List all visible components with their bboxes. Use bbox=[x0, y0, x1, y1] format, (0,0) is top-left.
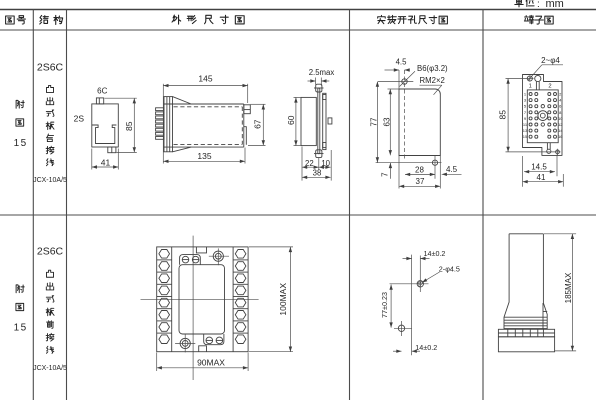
svg-text:185MAX: 185MAX bbox=[564, 272, 573, 303]
svg-text:10: 10 bbox=[321, 159, 330, 168]
svg-text:38: 38 bbox=[313, 169, 322, 178]
svg-text:14.5: 14.5 bbox=[531, 163, 547, 172]
svg-text:15: 15 bbox=[14, 138, 28, 149]
svg-text:16: 16 bbox=[558, 134, 563, 139]
svg-text::: : bbox=[537, 0, 540, 10]
svg-text:mm: mm bbox=[546, 0, 564, 10]
svg-text:1: 1 bbox=[529, 84, 532, 90]
svg-text:28: 28 bbox=[415, 165, 424, 174]
svg-text:5: 5 bbox=[524, 104, 527, 109]
svg-text:14±0.2: 14±0.2 bbox=[424, 249, 446, 258]
svg-text:8: 8 bbox=[559, 110, 562, 115]
svg-text:7: 7 bbox=[524, 110, 527, 115]
svg-text:JCX-10A/5: JCX-10A/5 bbox=[33, 365, 67, 372]
svg-text:14±0.2: 14±0.2 bbox=[415, 343, 437, 352]
svg-text:2: 2 bbox=[548, 84, 551, 90]
svg-text:4: 4 bbox=[559, 98, 562, 103]
svg-text:1: 1 bbox=[524, 92, 527, 97]
svg-text:2~φ4: 2~φ4 bbox=[541, 56, 560, 65]
svg-text:JCX-10A/5: JCX-10A/5 bbox=[33, 177, 67, 184]
svg-text:22: 22 bbox=[305, 159, 314, 168]
svg-text:2S6C: 2S6C bbox=[37, 246, 64, 258]
svg-text:60: 60 bbox=[286, 115, 296, 125]
svg-text:41: 41 bbox=[101, 157, 111, 167]
svg-text:RM2×2: RM2×2 bbox=[420, 76, 445, 85]
svg-text:85: 85 bbox=[124, 121, 134, 131]
svg-text:6: 6 bbox=[559, 104, 562, 109]
svg-text:7: 7 bbox=[380, 172, 389, 177]
svg-text:12: 12 bbox=[558, 122, 563, 127]
svg-text:145: 145 bbox=[198, 74, 212, 84]
svg-text:B6(φ3.2): B6(φ3.2) bbox=[417, 64, 448, 73]
svg-text:15: 15 bbox=[523, 134, 528, 139]
svg-text:63: 63 bbox=[383, 117, 392, 126]
svg-text:2.5max: 2.5max bbox=[309, 68, 335, 77]
svg-text:77±0.23: 77±0.23 bbox=[380, 292, 389, 318]
svg-text:37: 37 bbox=[416, 177, 425, 186]
svg-text:9: 9 bbox=[524, 116, 527, 121]
svg-text:2S: 2S bbox=[74, 114, 85, 124]
svg-text:135: 135 bbox=[197, 151, 211, 161]
svg-text:6C: 6C bbox=[97, 87, 107, 96]
svg-text:11: 11 bbox=[523, 122, 528, 127]
svg-text:77: 77 bbox=[370, 117, 379, 126]
svg-text:15: 15 bbox=[14, 323, 28, 334]
svg-text:90MAX: 90MAX bbox=[197, 357, 225, 367]
svg-text:2: 2 bbox=[559, 92, 562, 97]
svg-text:2-φ4.5: 2-φ4.5 bbox=[439, 265, 460, 274]
svg-text:41: 41 bbox=[537, 173, 546, 182]
svg-text:10: 10 bbox=[558, 116, 563, 121]
svg-text:3: 3 bbox=[524, 98, 527, 103]
svg-text:100MAX: 100MAX bbox=[278, 283, 288, 316]
svg-text:85: 85 bbox=[498, 110, 508, 120]
svg-text:4.5: 4.5 bbox=[446, 165, 458, 174]
svg-text:13: 13 bbox=[523, 128, 528, 133]
svg-text:14: 14 bbox=[558, 128, 563, 133]
svg-text:4.5: 4.5 bbox=[396, 57, 408, 66]
svg-text:2S6C: 2S6C bbox=[37, 62, 64, 74]
svg-text:67: 67 bbox=[253, 119, 263, 129]
